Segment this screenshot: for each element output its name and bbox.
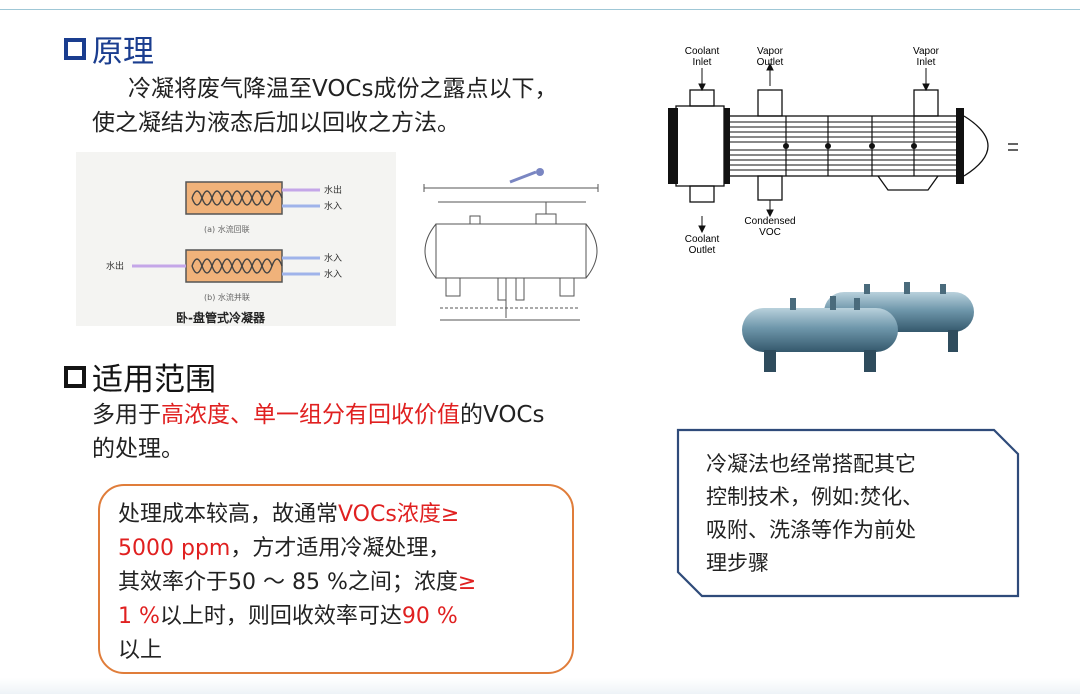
square-bullet-icon (64, 365, 86, 388)
condenser-photo-svg (734, 278, 994, 378)
label-coolant-outlet-1: Coolant (685, 234, 720, 245)
callout-line2: 控制技术，例如:焚化、 (706, 485, 924, 509)
notice-l3-red: ≥ (457, 570, 477, 595)
figure-title: 卧-盘管式冷凝器 (176, 310, 266, 325)
condenser-photo (734, 278, 994, 378)
notice-line3: 其效率介于50 ～ 85 %之间；浓度≥ (118, 566, 554, 600)
label-vapor-outlet-2: Outlet (757, 57, 784, 68)
scope-line1-highlight: 高浓度、单一组分有回收价值 (161, 402, 460, 428)
notice-line5: 以上 (118, 638, 163, 663)
notice-l4-red: 1 % (118, 604, 160, 629)
label-water-out-left: 水出 (106, 260, 124, 272)
label-vapor-inlet-1: Vapor (913, 46, 940, 57)
notice-line4: 1 %以上时，则回收效率可达90 % (118, 600, 554, 634)
label-coolant-outlet-2: Outlet (689, 245, 716, 256)
callout-border (676, 428, 1020, 598)
scope-title: 适用范围 (92, 362, 216, 398)
coil-condenser-sketch: 水出 水入 (a) 水流回联 水出 水入 水入 (b) 水流并联 卧-盘管式冷凝… (76, 152, 396, 326)
label-vapor-outlet-1: Vapor (757, 46, 784, 57)
label-in-b2: 水入 (324, 268, 342, 280)
tank-drawing-svg (410, 158, 610, 330)
notice-l3-pre: 其效率介于50 ～ 85 %之间；浓度 (118, 570, 458, 595)
horizontal-tank-drawing (410, 158, 610, 330)
label-vapor-inlet-2: Inlet (917, 57, 936, 68)
notice-l4-mid: 以上时，则回收效率可达 (159, 604, 402, 629)
callout-text: 冷凝法也经常搭配其它 控制技术，例如:焚化、 吸附、洗涤等作为前处 理步骤 (706, 448, 923, 580)
notice-line2: 5000 ppm，方才适用冷凝处理， (118, 532, 554, 566)
scope-line1-pre: 多用于 (92, 402, 161, 428)
notice-l2-red: 5000 ppm (118, 536, 231, 561)
label-condensed-voc-2: VOC (759, 227, 781, 238)
cost-notice-box: 处理成本较高，故通常VOCs浓度≥ 5000 ppm，方才适用冷凝处理， 其效率… (98, 484, 574, 674)
bottom-gradient-bar (0, 678, 1080, 694)
label-in-b1: 水入 (324, 252, 342, 264)
notice-l2-post: ，方才适用冷凝处理， (230, 536, 451, 561)
square-bullet-icon (64, 37, 86, 60)
notice-l1-pre: 处理成本较高，故通常 (118, 502, 339, 527)
coil-condenser-svg: 水出 水入 (a) 水流回联 水出 水入 水入 (b) 水流并联 卧-盘管式冷凝… (76, 152, 396, 326)
exchanger-svg: Coolant Inlet Vapor Outlet Vapor Inlet C… (668, 46, 1018, 256)
callout-line1: 冷凝法也经常搭配其它 (706, 452, 916, 476)
principle-title: 原理 (92, 34, 154, 70)
scope-heading: 适用范围 (64, 354, 216, 399)
scope-body-line1: 多用于高浓度、单一组分有回收价值的VOCs (92, 398, 544, 432)
label-coolant-inlet-2: Inlet (693, 57, 712, 68)
scope-body-line2: 的处理。 (92, 436, 184, 462)
scope-line1-post: 的VOCs (460, 402, 545, 428)
notice-line1: 处理成本较高，故通常VOCs浓度≥ (118, 498, 554, 532)
principle-heading: 原理 (64, 26, 154, 71)
label-in-top: 水入 (324, 200, 342, 212)
label-out-top: 水出 (324, 184, 342, 196)
notice-l4-red2: 90 % (401, 604, 458, 629)
shell-tube-exchanger-diagram: Coolant Inlet Vapor Outlet Vapor Inlet C… (668, 40, 1024, 266)
callout-box: 冷凝法也经常搭配其它 控制技术，例如:焚化、 吸附、洗涤等作为前处 理步骤 (676, 428, 1020, 598)
callout-line3: 吸附、洗涤等作为前处 (706, 518, 916, 542)
principle-body-line2: 使之凝结为液态后加以回收之方法。 (92, 110, 460, 136)
label-condensed-voc-1: Condensed (744, 216, 795, 227)
caption-a: (a) 水流回联 (204, 224, 250, 234)
label-coolant-inlet-1: Coolant (685, 46, 720, 57)
callout-line4: 理步骤 (706, 551, 769, 575)
notice-l1-red: VOCs浓度≥ (338, 502, 460, 527)
caption-b: (b) 水流并联 (204, 292, 250, 302)
top-divider-line (0, 9, 1080, 10)
principle-body-line1: 冷凝将废气降温至VOCs成份之露点以下， (128, 76, 558, 102)
